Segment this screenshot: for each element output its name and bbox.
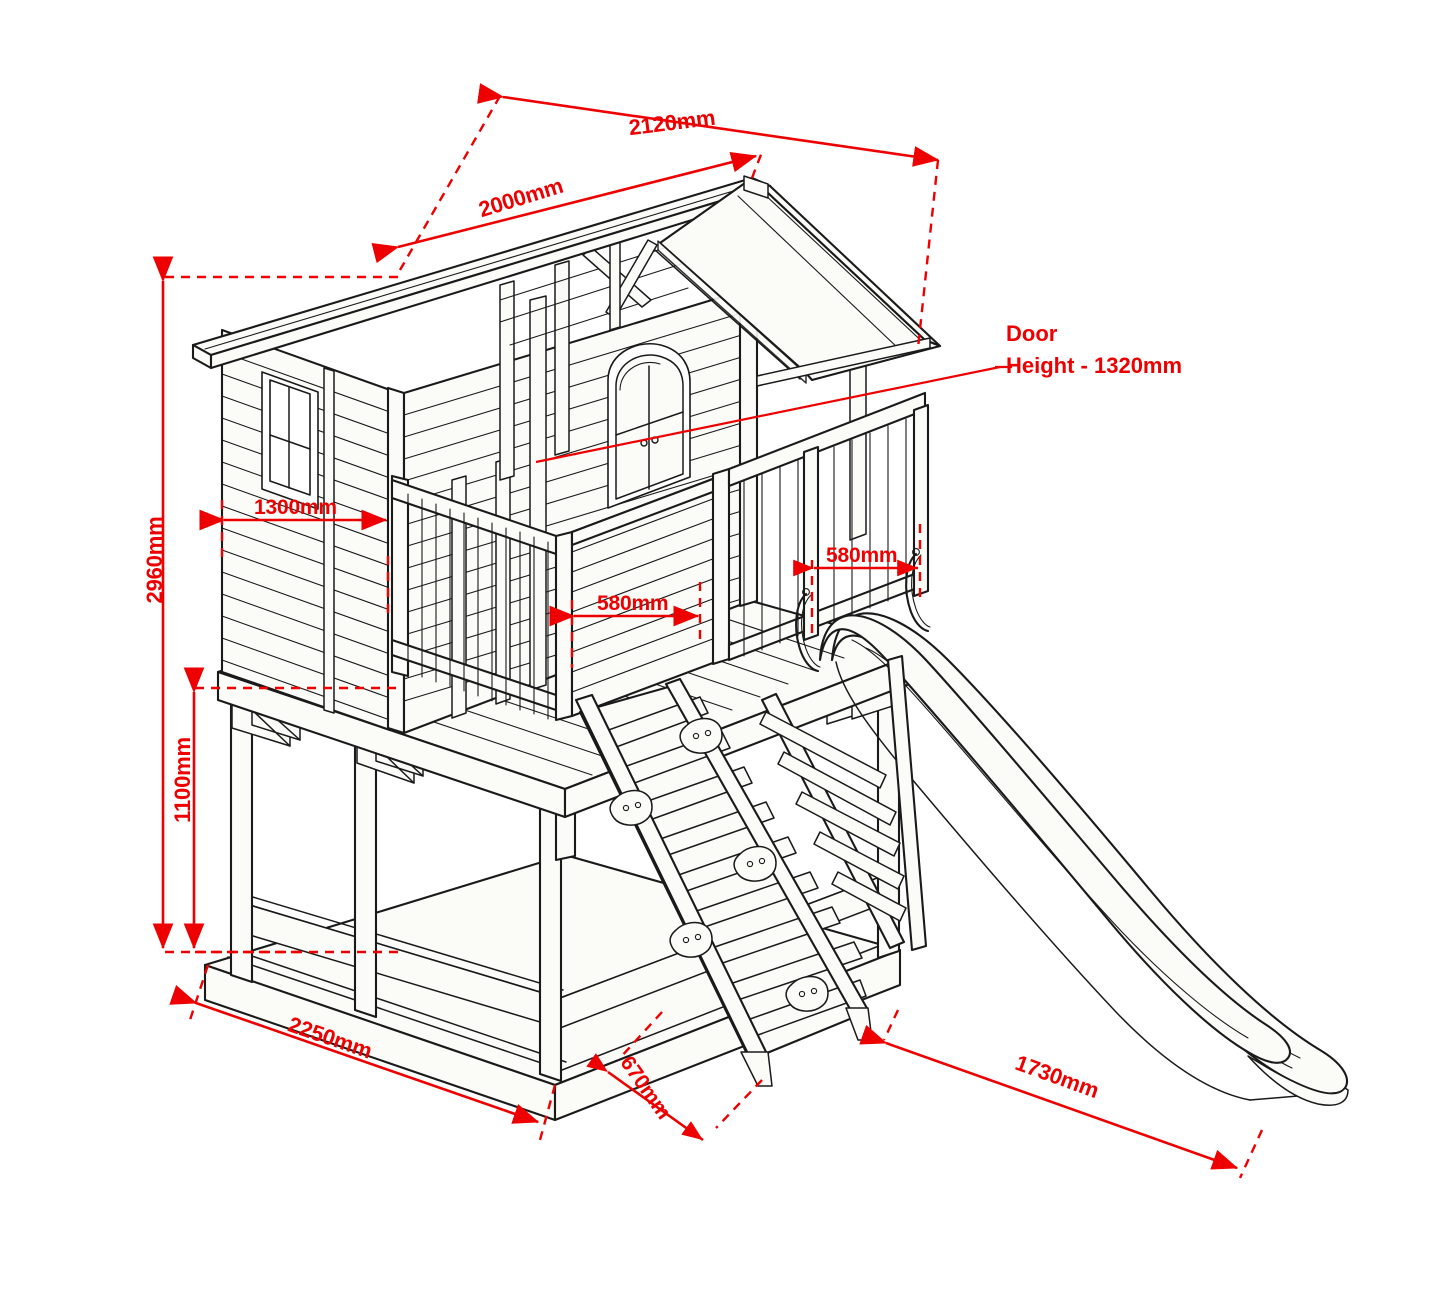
climbing-wall xyxy=(574,677,870,1064)
balcony-railing-right xyxy=(727,391,931,673)
dimension-label-total-height: 2960mm xyxy=(142,516,167,604)
dimension-label-slide-gate-width: 580mm xyxy=(826,544,898,567)
door-height-callout: Door Height - 1320mm xyxy=(1006,318,1182,382)
arched-door xyxy=(607,342,691,509)
slide xyxy=(818,612,1349,1106)
door-callout-line1: Door xyxy=(1006,321,1058,346)
dimension-label-balcony-panel-width: 580mm xyxy=(597,592,669,615)
window-left xyxy=(261,371,319,510)
ladder xyxy=(740,654,928,1087)
door-callout-line2: Height - 1320mm xyxy=(1006,352,1183,378)
dimension-annotations xyxy=(152,83,1264,1179)
rock-holds xyxy=(609,717,829,1012)
house-lower-walls xyxy=(220,328,406,735)
dimension-label-house-width: 1300mm xyxy=(254,496,337,519)
balcony-front-panel xyxy=(570,467,731,718)
dimension-label-platform-height: 1100mm xyxy=(170,737,195,823)
